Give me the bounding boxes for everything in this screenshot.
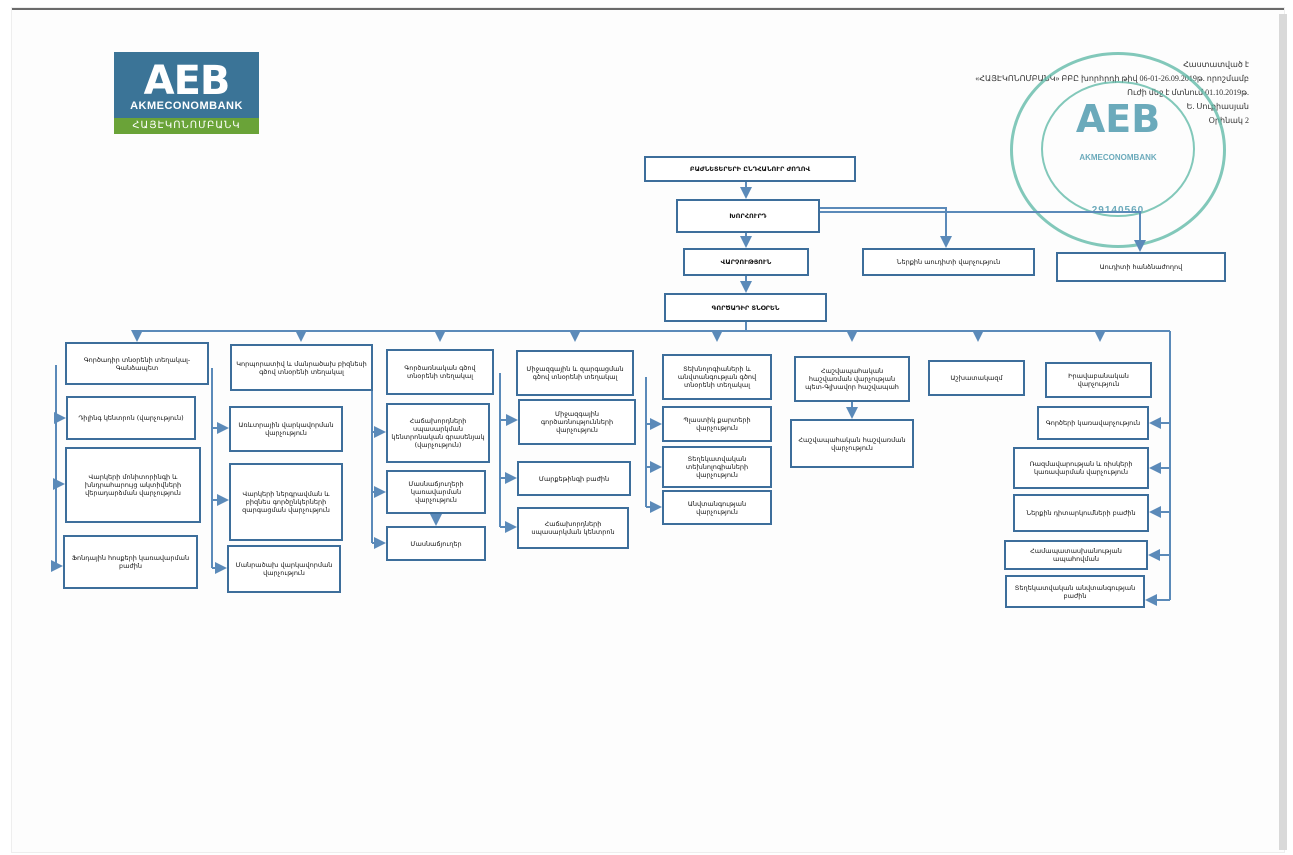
box-label: Դիլինգ կենտրոն (վարչություն) — [78, 414, 184, 422]
box-label: Գործառնական գծով տնօրենի տեղակալ — [404, 364, 476, 380]
box-label: Աշխատակազմ — [950, 374, 1003, 382]
council-box: ԽՈՐՀՈՒՐԴ — [676, 199, 820, 233]
compliance-box: Համապատասխանության ապահովման — [1004, 540, 1148, 570]
it-department-box: Տեղեկատվական տեխնոլոգիաների վարչություն — [662, 446, 772, 488]
shareholders-box: ԲԱԺՆԵՏԵՐԵՐԻ ԸՆԴՀԱՆՈՒՐ ԺՈՂՈՎ — [644, 156, 856, 182]
seal-inner-ring — [1041, 81, 1195, 217]
deputy-technology-box: Տեխնոլոգիաների և անվտանգության գծով տնօր… — [662, 354, 772, 400]
box-label: Ֆոնդային հոսքերի կառավարման բաժին — [71, 554, 190, 570]
internal-audit-label: Ներքին աուդիտի վարչություն — [896, 258, 1001, 266]
branches-box: Մասնաճյուղեր — [386, 526, 486, 561]
logo-name: AKMECONOMBANK — [130, 100, 243, 112]
office-management-box: Գործերի կառավարչություն — [1037, 406, 1149, 440]
box-label: Մանրածախ վարկավորման վարչություն — [235, 561, 333, 577]
strategy-risk-box: Ռազմավարության և ռիսկերի կառավարման վարչ… — [1013, 447, 1149, 489]
deputy-treasurer-box: Գործադիր տնօրենի տեղակալ-Գանձապետ — [65, 342, 209, 385]
marketing-box: Մարքեթինգի բաժին — [517, 461, 631, 496]
box-label: Կորպորատիվ և մանրածախ բիզնեսի գծով տնօրե… — [236, 359, 367, 376]
shareholders-label: ԲԱԺՆԵՏԵՐԵՐԻ ԸՆԴՀԱՆՈՒՐ ԺՈՂՈՎ — [689, 165, 811, 173]
executive-director-label: ԳՈՐԾԱԴԻՐ ՏՆՕՐԵՆ — [711, 303, 780, 312]
box-label: Ռազմավարության և ռիսկերի կառավարման վարչ… — [1029, 460, 1133, 476]
logo-armenian-name: ՀԱՅԷԿՈՆՈՄԲԱՆԿ — [114, 118, 259, 134]
box-label: Պլաստիկ քարտերի վարչություն — [683, 416, 751, 432]
box-label: Տեխնոլոգիաների և անվտանգության գծով տնօր… — [677, 365, 757, 389]
plastic-cards-box: Պլաստիկ քարտերի վարչություն — [662, 406, 772, 442]
scan-edge — [1279, 14, 1287, 850]
deputy-business-box: Կորպորատիվ և մանրածախ բիզնեսի գծով տնօրե… — [230, 344, 373, 391]
box-label: Մարքեթինգի բաժին — [538, 474, 610, 483]
internal-audit-box: Ներքին աուդիտի վարչություն — [862, 248, 1035, 276]
dealing-center-box: Դիլինգ կենտրոն (վարչություն) — [66, 396, 196, 440]
chief-accountant-box: Հաշվապահական հաշվառման վարչության պետ-Գլ… — [794, 356, 910, 402]
box-label: Գործադիր տնօրենի տեղակալ-Գանձապետ — [83, 355, 191, 372]
central-office-box: Հաճախորդների սպասարկման կենտրոնական գրաս… — [386, 403, 490, 463]
branch-management-box: Մասնաճյուղերի կառավարման վարչություն — [386, 470, 486, 514]
box-label: Համապատասխանության ապահովման — [1030, 547, 1122, 563]
legal-department-box: Իրավաբանական վարչություն — [1045, 362, 1152, 398]
council-label: ԽՈՐՀՈՒՐԴ — [729, 212, 767, 220]
seal-mark: AEB — [1075, 97, 1161, 141]
box-label: Հաշվապահական հաշվառման վարչություն — [798, 435, 906, 452]
international-operations-box: Միջազգային գործառնությունների վարչությու… — [518, 399, 636, 445]
retail-lending-box: Մանրածախ վարկավորման վարչություն — [227, 545, 341, 593]
box-label: Ներքին դիտարկումների բաժին — [1026, 509, 1136, 517]
internal-reviews-box: Ներքին դիտարկումների բաժին — [1013, 494, 1149, 532]
approval-signatory: Ե. Սուքիասյան — [1186, 102, 1249, 111]
bank-seal: AEB AKMECONOMBANK 29140560 — [1010, 52, 1226, 248]
box-label: Տեղեկատվական անվտանգության բաժին — [1014, 583, 1136, 600]
approval-copy: Օրինակ 2 — [1208, 116, 1249, 125]
staff-box: Աշխատակազմ — [928, 360, 1025, 396]
approval-line: Հաստատված է — [1183, 60, 1249, 69]
fund-flows-box: Ֆոնդային հոսքերի կառավարման բաժին — [63, 535, 198, 589]
box-label: Տեղեկատվական տեխնոլոգիաների վարչություն — [685, 455, 749, 479]
management-label: ՎԱՐՉՈՒԹՅՈՒՆ — [720, 258, 772, 266]
box-label: Հաճախորդների սպասարկման կենտրոն — [531, 520, 615, 536]
audit-committee-box: Աուդիտի հանձնաժողով — [1056, 252, 1226, 282]
connector — [820, 211, 1146, 252]
connector — [820, 207, 952, 248]
box-label: Միջազգային և զարգացման գծով տնօրենի տեղա… — [526, 365, 624, 381]
box-label: Վարկերի մոնիտորինգի և խնդրահարույց ակտիվ… — [84, 473, 182, 497]
box-label: Վարկերի ներգրավման և բիզնես գործընկերներ… — [242, 490, 330, 514]
seal-number: 29140560 — [1091, 205, 1145, 216]
box-label: Մասնաճյուղերի կառավարման վարչություն — [408, 480, 464, 504]
box-label: Անվտանգության վարչություն — [687, 499, 747, 516]
management-box: ՎԱՐՉՈՒԹՅՈՒՆ — [683, 248, 809, 276]
security-department-box: Անվտանգության վարչություն — [662, 490, 772, 525]
box-label: Հաճախորդների սպասարկման կենտրոնական գրաս… — [391, 417, 485, 449]
commercial-lending-box: Առևտրային վարկավորման վարչություն — [229, 406, 343, 452]
information-security-box: Տեղեկատվական անվտանգության բաժին — [1005, 575, 1145, 608]
bank-logo: AEB AKMECONOMBANK ՀԱՅԷԿՈՆՈՄԲԱՆԿ — [114, 52, 259, 134]
box-label: Առևտրային վարկավորման վարչություն — [238, 421, 334, 437]
loan-monitoring-box: Վարկերի մոնիտորինգի և խնդրահարույց ակտիվ… — [65, 447, 201, 523]
logo-top-band: AEB AKMECONOMBANK — [114, 52, 259, 118]
box-label: Իրավաբանական վարչություն — [1068, 372, 1129, 388]
box-label: Մասնաճյուղեր — [410, 539, 462, 548]
loan-attraction-box: Վարկերի ներգրավման և բիզնես գործընկերներ… — [229, 463, 343, 541]
customer-service-center-box: Հաճախորդների սպասարկման կենտրոն — [517, 507, 629, 549]
deputy-operations-box: Գործառնական գծով տնօրենի տեղակալ — [386, 349, 494, 395]
logo-mark: AEB — [143, 58, 231, 104]
audit-committee-label: Աուդիտի հանձնաժողով — [1099, 263, 1183, 271]
box-label: Հաշվապահական հաշվառման վարչության պետ-Գլ… — [805, 367, 899, 391]
deputy-international-box: Միջազգային և զարգացման գծով տնօրենի տեղա… — [516, 350, 634, 396]
box-label: Գործերի կառավարչություն — [1045, 419, 1141, 427]
seal-name: AKMECONOMBANK — [1079, 153, 1157, 162]
accounting-department-box: Հաշվապահական հաշվառման վարչություն — [790, 419, 914, 468]
box-label: Միջազգային գործառնությունների վարչությու… — [540, 410, 614, 434]
executive-director-box: ԳՈՐԾԱԴԻՐ ՏՆՕՐԵՆ — [664, 293, 827, 322]
